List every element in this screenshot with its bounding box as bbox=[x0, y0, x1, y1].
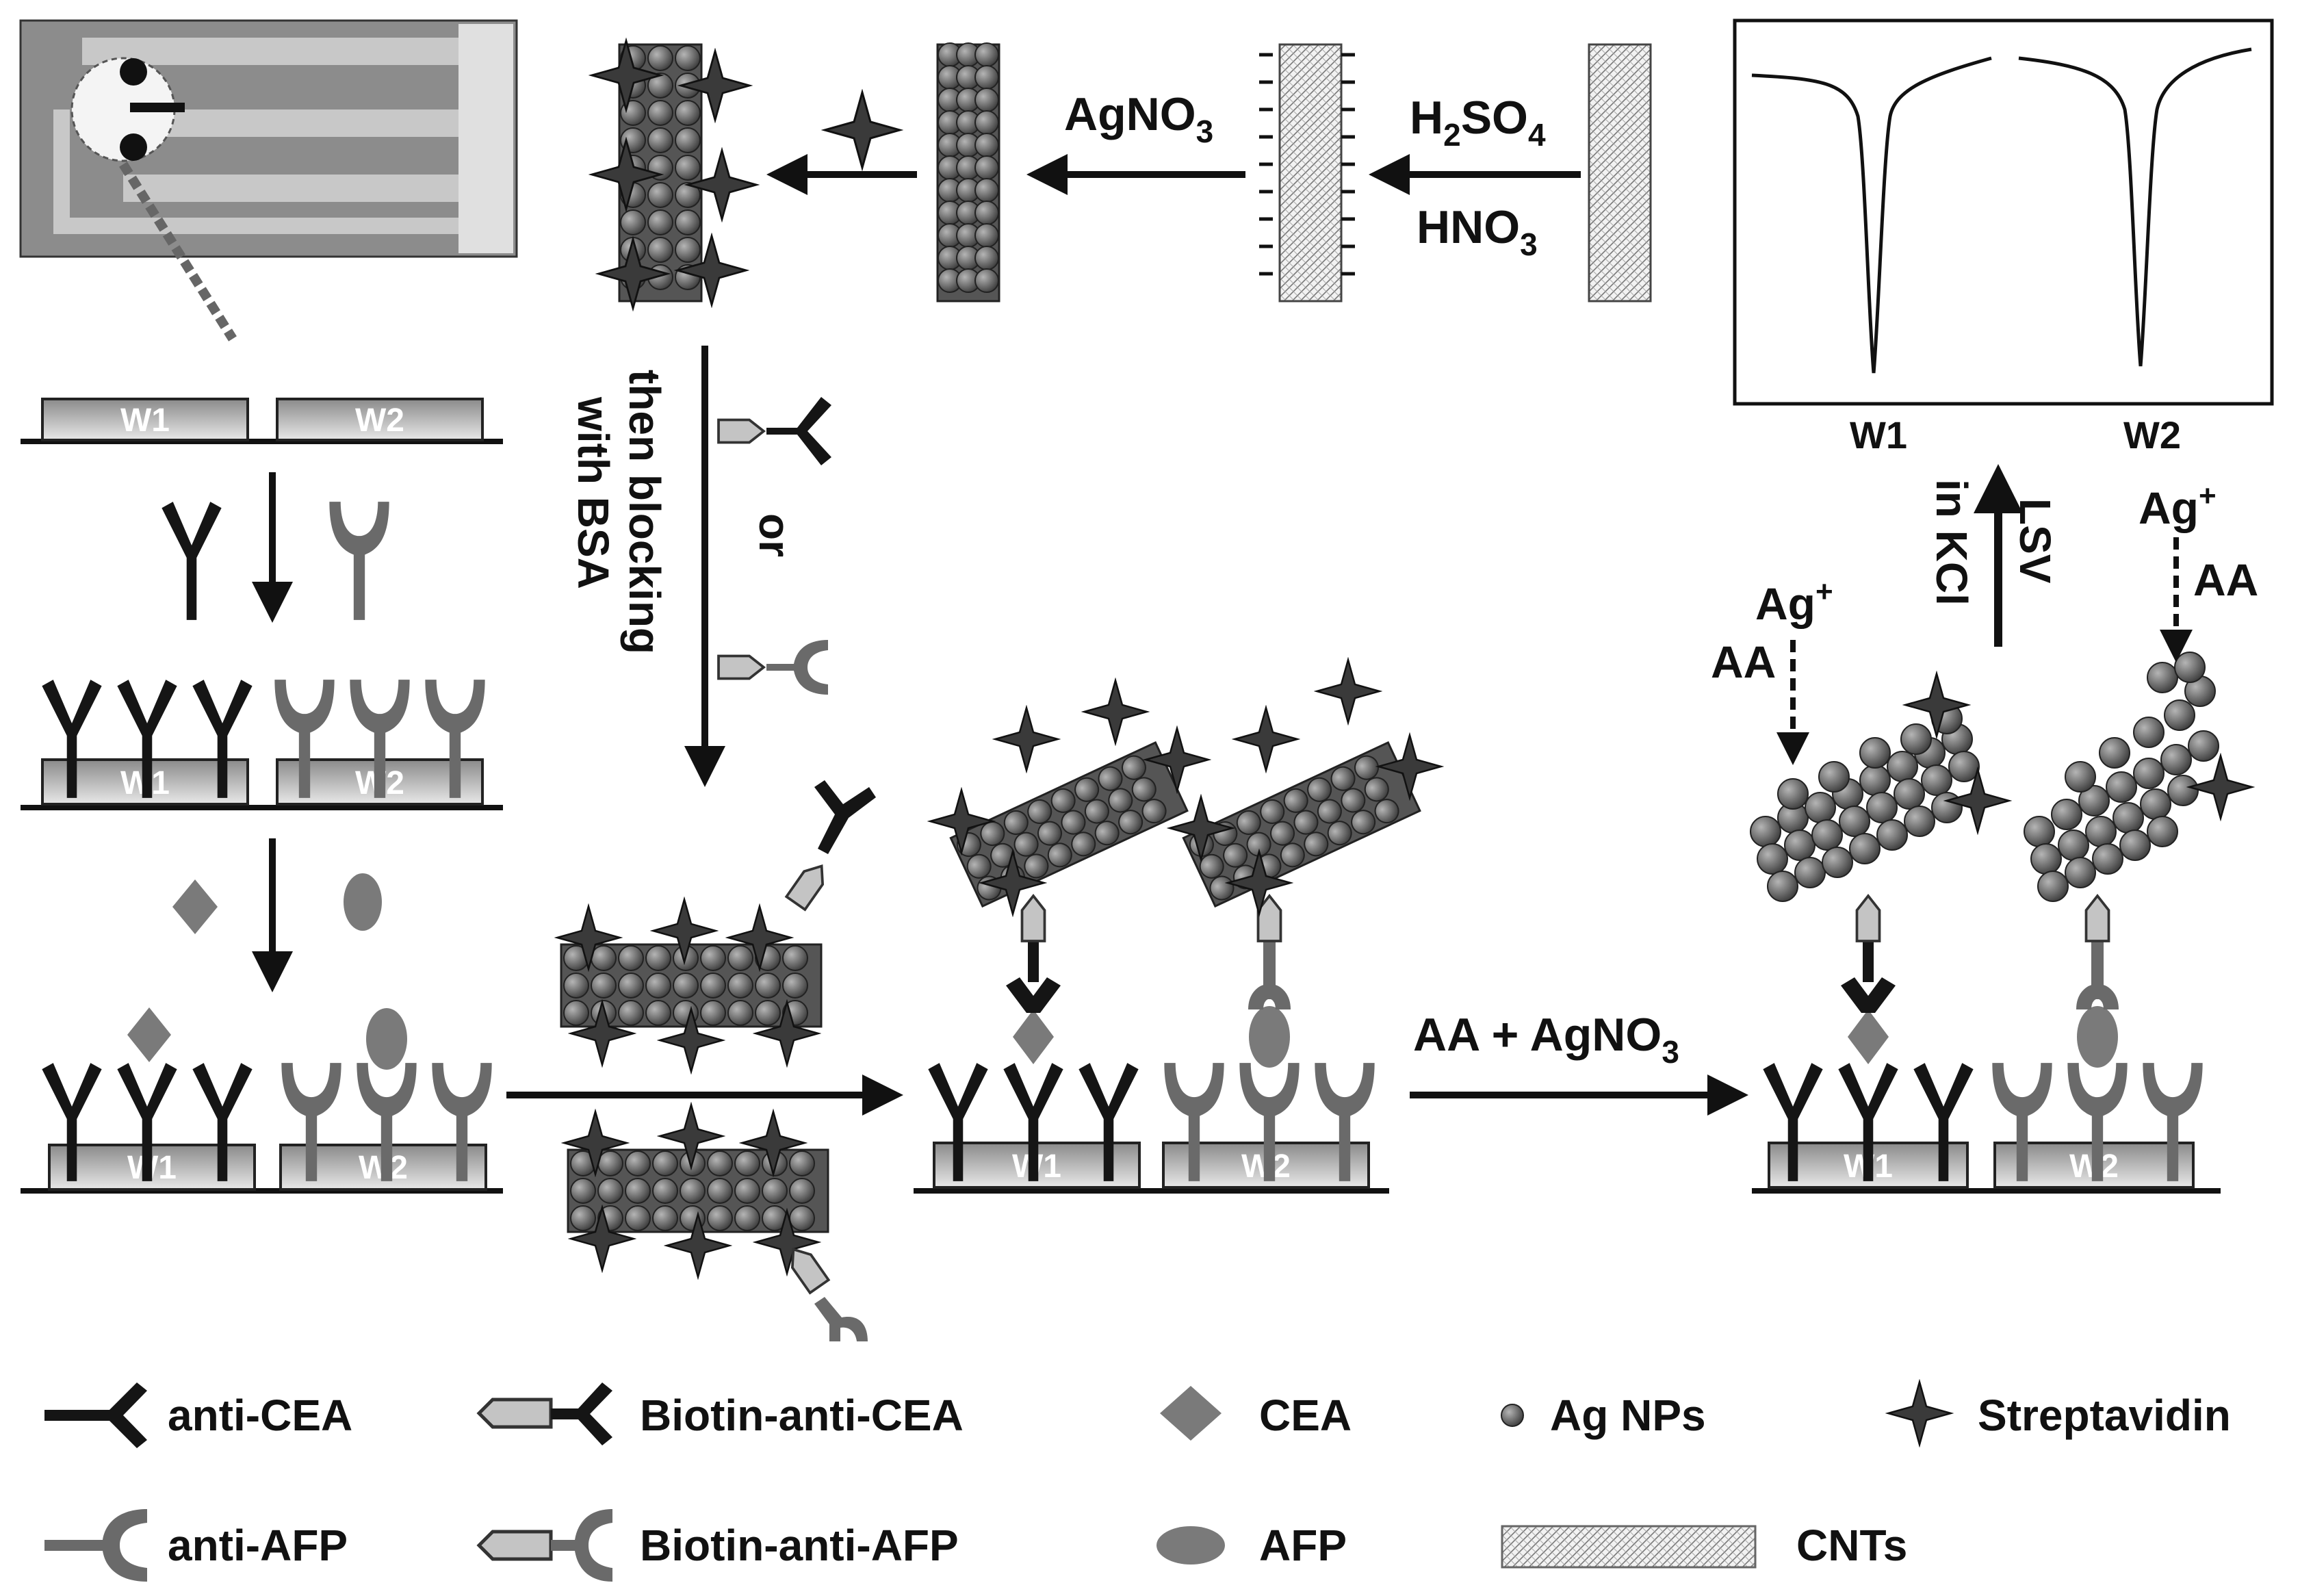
legend-cea: CEA bbox=[1160, 1386, 1352, 1441]
plot-x-label-w1: W1 bbox=[1850, 413, 1907, 456]
electrode-base-3: W1 W2 bbox=[21, 1007, 503, 1194]
silver-enhancement-step: AA + AgNO3 bbox=[1410, 1009, 1748, 1116]
biotin-anti-cea-free bbox=[719, 397, 831, 465]
probe-on-w1 bbox=[929, 679, 1210, 916]
sensor-chip bbox=[19, 19, 518, 342]
electrode-base-1: W1 W2 bbox=[21, 398, 503, 444]
legend-streptavidin-label: Streptavidin bbox=[1978, 1391, 2231, 1440]
reagent-hno3: HNO3 bbox=[1417, 201, 1538, 262]
reagent-agno3: AgNO3 bbox=[1064, 88, 1213, 149]
or-label: or bbox=[750, 513, 799, 557]
lsv-label: LSV bbox=[2011, 498, 2060, 584]
immunoprobe-cea bbox=[556, 780, 876, 1073]
streptavidin-free bbox=[823, 91, 901, 169]
legend-ag-nps: Ag NPs bbox=[1501, 1391, 1706, 1440]
w2-stripping-peak bbox=[2018, 47, 2252, 367]
legend-streptavidin: Streptavidin bbox=[1887, 1380, 2231, 1446]
blocking-line1: then blocking bbox=[620, 370, 669, 654]
lsv-step: LSV in KCl bbox=[1927, 464, 2060, 647]
legend-biotin-anti-cea-label: Biotin-anti-CEA bbox=[640, 1391, 964, 1440]
ag-plus-label-2: Ag+ bbox=[2139, 479, 2217, 533]
legend-biotin-anti-cea: Biotin-anti-CEA bbox=[476, 1382, 964, 1445]
legend-anti-afp: anti-AFP bbox=[44, 1509, 348, 1582]
plot-x-label-w2: W2 bbox=[2123, 413, 2181, 456]
legend-ag-nps-label: Ag NPs bbox=[1550, 1391, 1706, 1440]
electrode-w1-label: W1 bbox=[120, 402, 170, 439]
in-kcl-label: in KCl bbox=[1927, 479, 1976, 606]
enhanced-assay: W1 W2 Ag+ bbox=[1711, 479, 2258, 1194]
legend-afp: AFP bbox=[1157, 1521, 1347, 1570]
ag-plus-label-1: Ag+ bbox=[1755, 575, 1833, 629]
afp-antigen-free bbox=[344, 873, 382, 931]
legend-anti-cea: anti-CEA bbox=[44, 1382, 352, 1448]
aa-agno3-label: AA + AgNO3 bbox=[1413, 1009, 1679, 1070]
sandwich-assay: W1 W2 bbox=[914, 658, 1443, 1194]
biotin-conjugation-step: then blocking with BSA or bbox=[569, 346, 831, 787]
immunoprobe-afp bbox=[563, 1103, 868, 1341]
ag-decorated-cnt bbox=[936, 42, 1000, 303]
antigen-step bbox=[172, 838, 382, 992]
cnt-oxidized bbox=[1278, 43, 1343, 303]
cea-antigen-free bbox=[172, 879, 218, 934]
streptavidin-cnt-conjugate bbox=[591, 40, 758, 309]
legend-afp-label: AFP bbox=[1259, 1521, 1347, 1570]
aa-label-1: AA bbox=[1711, 636, 1776, 687]
legend-anti-cea-label: anti-CEA bbox=[168, 1391, 352, 1440]
blocking-line2: with BSA bbox=[569, 396, 618, 589]
lsv-plot: W1 W2 bbox=[1733, 18, 2274, 456]
legend-anti-afp-label: anti-AFP bbox=[168, 1521, 348, 1570]
legend-cnts: CNTs bbox=[1501, 1521, 1907, 1570]
legend-biotin-anti-afp-label: Biotin-anti-AFP bbox=[640, 1521, 959, 1570]
biotin-anti-afp-free bbox=[719, 640, 828, 695]
legend-cnts-label: CNTs bbox=[1796, 1521, 1907, 1570]
electrode-base-2: W1 W2 bbox=[21, 680, 503, 810]
legend: anti-CEA anti-AFP Biotin-anti-CEA Biotin… bbox=[44, 1380, 2231, 1582]
legend-cea-label: CEA bbox=[1259, 1391, 1352, 1440]
electrode-w2-label: W2 bbox=[355, 402, 404, 439]
silver-aggregate-w1 bbox=[1750, 703, 1980, 902]
top-chain: H2SO4 HNO3 AgNO3 bbox=[591, 40, 1652, 309]
anti-cea-free bbox=[161, 502, 222, 620]
cnt-raw bbox=[1588, 43, 1652, 303]
probe-on-w2 bbox=[1168, 658, 1443, 916]
legend-biotin-anti-afp: Biotin-anti-AFP bbox=[476, 1509, 959, 1582]
anti-afp-free bbox=[329, 502, 389, 620]
capture-antibody-step bbox=[161, 472, 389, 623]
silver-aggregate-w2 bbox=[2024, 652, 2219, 902]
aa-label-2: AA bbox=[2193, 554, 2258, 605]
w1-stripping-peak bbox=[1751, 56, 1992, 374]
reagent-h2so4: H2SO4 bbox=[1410, 92, 1546, 153]
